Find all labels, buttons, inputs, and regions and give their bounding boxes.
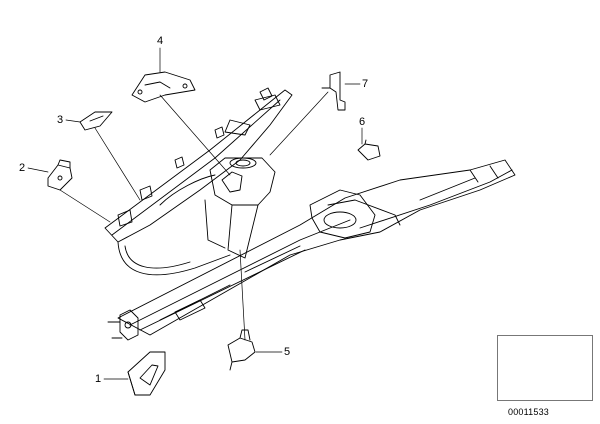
- part-7-angle-bracket: [321, 71, 346, 111]
- leader-5b: [239, 249, 246, 341]
- callout-5[interactable]: 5: [284, 346, 291, 358]
- wheel-arch: [117, 174, 231, 276]
- main-frame-rail: [117, 159, 516, 336]
- leader-lines: [27, 47, 363, 380]
- upper-arch-member: [104, 87, 293, 243]
- leader-3: [65, 119, 81, 123]
- leader-4b: [159, 94, 231, 176]
- suspension-tower: [204, 157, 276, 259]
- front-flange: [107, 309, 139, 341]
- center-bulkhead: [309, 189, 401, 239]
- callout-4[interactable]: 4: [157, 35, 164, 47]
- callout-6[interactable]: 6: [359, 116, 366, 128]
- leader-2b: [59, 189, 111, 223]
- part-5-mount: [227, 329, 256, 371]
- callout-7[interactable]: 7: [362, 78, 369, 90]
- part-6-clip: [357, 139, 381, 161]
- vehicle-thumbnail: [497, 335, 593, 401]
- part-1-bracket: [127, 351, 166, 396]
- leader-7b: [269, 91, 329, 156]
- callout-1[interactable]: 1: [95, 373, 102, 385]
- callout-2[interactable]: 2: [19, 162, 26, 174]
- part-4-reinforcement: [131, 71, 196, 103]
- diagram-code: 00011533: [508, 407, 549, 417]
- leader-3b: [94, 127, 141, 201]
- callout-3[interactable]: 3: [57, 114, 64, 126]
- part-3-plate: [79, 111, 113, 131]
- part-2-bracket: [47, 159, 73, 191]
- leader-2: [27, 167, 49, 173]
